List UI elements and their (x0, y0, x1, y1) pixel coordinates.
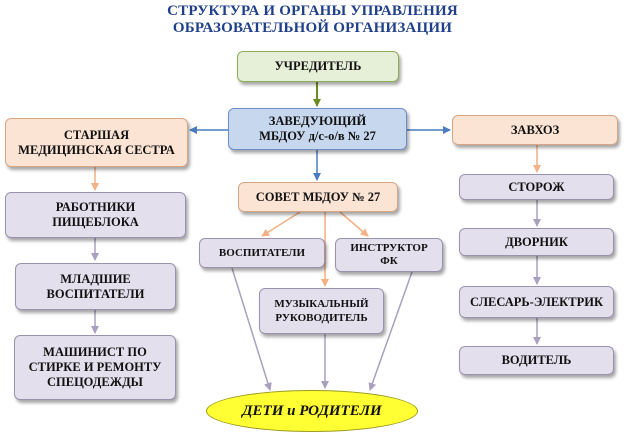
node-teachers-label: ВОСПИТАТЕЛИ (218, 246, 306, 259)
arrow-pe-children (368, 271, 413, 391)
node-teachers: ВОСПИТАТЕЛИ (199, 238, 325, 268)
arrow-council-pe (339, 211, 369, 237)
node-laundry-label-3: СПЕЦОДЕЖДЫ (47, 375, 143, 389)
node-council: СОВЕТ МБДОУ № 27 (238, 182, 398, 212)
chart-title-line1: СТРУКТУРА И ОРГАНЫ УПРАВЛЕНИЯ (167, 3, 458, 19)
node-pe-instructor: ИНСТРУКТОР ФК (335, 238, 443, 272)
node-laundry-label-1: МАШИНИСТ ПО (43, 345, 147, 359)
node-music-director-label-1: МУЗЫКАЛЬНЫЙ (274, 298, 369, 310)
node-catering: РАБОТНИКИ ПИЩЕБЛОКА (5, 192, 186, 238)
node-catering-label-2: ПИЩЕБЛОКА (52, 215, 139, 229)
chart-title-line2: ОБРАЗОВАТЕЛЬНОЙ ОРГАНИЗАЦИИ (172, 20, 453, 36)
arrow-teachers-children (231, 267, 272, 391)
node-music-director: МУЗЫКАЛЬНЫЙ РУКОВОДИТЕЛЬ (259, 288, 384, 334)
node-head-label-2: МБДОУ д/с-о/в № 27 (259, 129, 376, 143)
node-head-label-1: ЗАВЕДУЮЩИЙ (268, 114, 367, 128)
node-janitor: ДВОРНИК (459, 228, 614, 256)
node-electrician-label: СЛЕСАРЬ-ЭЛЕКТРИК (469, 294, 604, 309)
node-janitor-label: ДВОРНИК (505, 234, 568, 249)
node-catering-label-1: РАБОТНИКИ (55, 200, 136, 214)
node-junior-teachers-label-1: МЛАДШИЕ (60, 271, 131, 286)
node-junior-teachers: МЛАДШИЕ ВОСПИТАТЕЛИ (15, 263, 176, 310)
node-supply-manager: ЗАВХОЗ (452, 115, 618, 145)
node-children-parents: ДЕТИ и РОДИТЕЛИ (206, 390, 418, 432)
node-founder-label: УЧРЕДИТЕЛЬ (274, 59, 362, 73)
node-pe-instructor-label-2: ФК (380, 255, 398, 267)
arrow-council-teachers (261, 211, 301, 237)
node-laundry: МАШИНИСТ ПО СТИРКЕ И РЕМОНТУ СПЕЦОДЕЖДЫ (14, 335, 176, 400)
node-junior-teachers-label-2: ВОСПИТАТЕЛИ (46, 286, 145, 301)
node-children-parents-label: ДЕТИ и РОДИТЕЛИ (242, 402, 382, 419)
node-pe-instructor-label-1: ИНСТРУКТОР (350, 242, 428, 254)
node-senior-nurse-label-1: СТАРШАЯ (63, 127, 130, 142)
node-founder: УЧРЕДИТЕЛЬ (237, 51, 399, 82)
node-watchman-label: СТОРОЖ (508, 179, 565, 194)
node-head: ЗАВЕДУЮЩИЙ МБДОУ д/с-о/в № 27 (228, 108, 407, 150)
node-laundry-label-2: СТИРКЕ И РЕМОНТУ (28, 360, 162, 374)
node-electrician: СЛЕСАРЬ-ЭЛЕКТРИК (459, 286, 614, 318)
node-music-director-label-2: РУКОВОДИТЕЛЬ (275, 312, 368, 324)
node-driver: ВОДИТЕЛЬ (459, 346, 614, 375)
node-watchman: СТОРОЖ (459, 174, 614, 200)
node-supply-manager-label: ЗАВХОЗ (510, 122, 560, 137)
node-council-label: СОВЕТ МБДОУ № 27 (255, 189, 381, 204)
node-driver-label: ВОДИТЕЛЬ (501, 353, 572, 367)
node-senior-nurse: СТАРШАЯ МЕДИЦИНСКАЯ СЕСТРА (5, 118, 188, 167)
node-senior-nurse-label-2: МЕДИЦИНСКАЯ СЕСТРА (18, 142, 175, 157)
